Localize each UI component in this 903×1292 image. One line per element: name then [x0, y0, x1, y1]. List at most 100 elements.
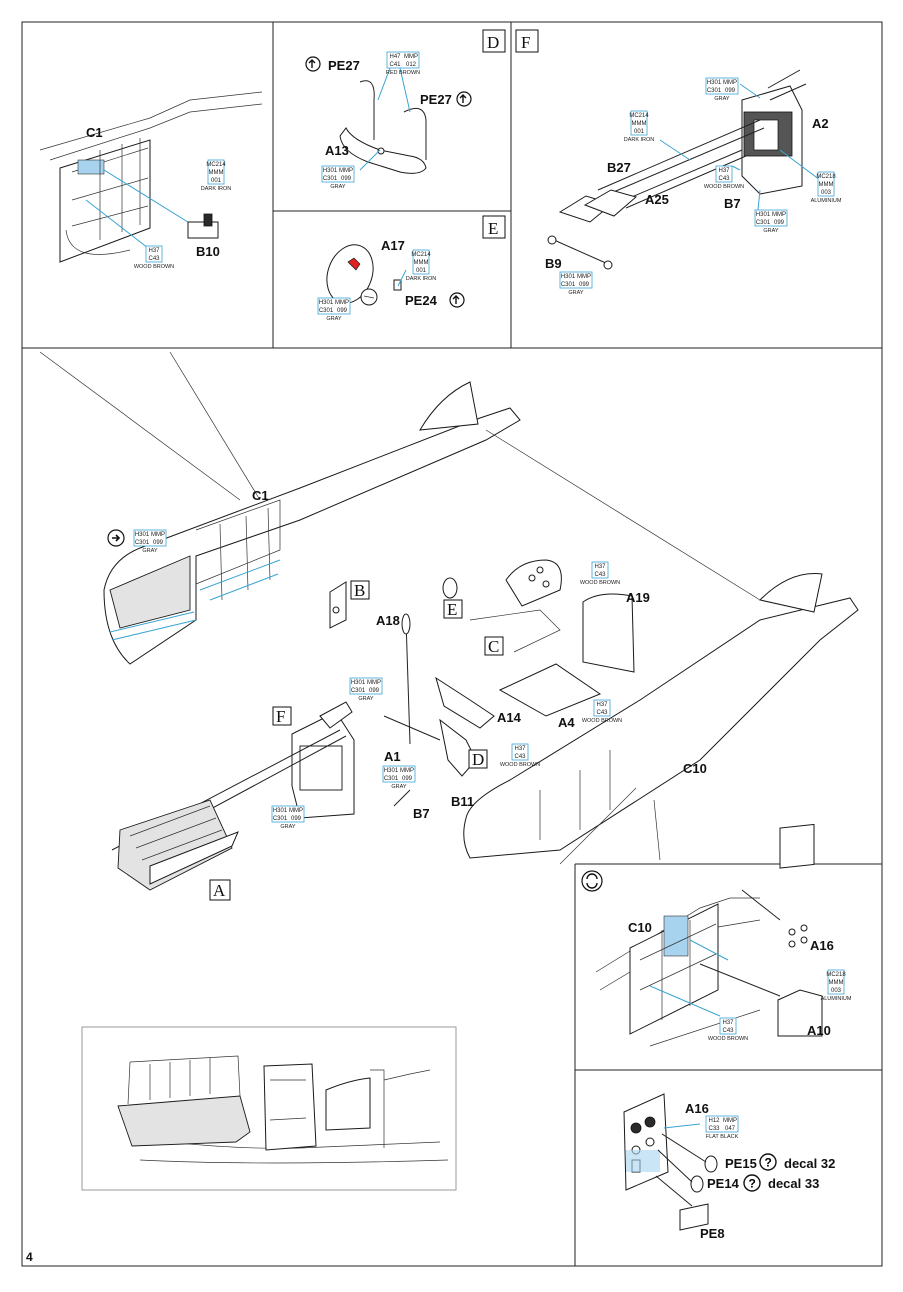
- part-label-pe8: PE8: [700, 1226, 725, 1241]
- paint-code: 099: [402, 776, 413, 782]
- paint-code: C43: [718, 176, 730, 182]
- paint-code: MMM: [209, 170, 224, 176]
- flip-up-icon: [305, 56, 321, 72]
- paint-code: C301: [707, 88, 722, 94]
- svg-text:F: F: [276, 707, 285, 726]
- paint-code: 001: [634, 129, 645, 135]
- part-label-pe27-left: PE27: [328, 58, 360, 73]
- paint-code: 099: [579, 282, 590, 288]
- part-label-c1-main: C1: [252, 488, 269, 503]
- part-label-a19: A19: [626, 590, 650, 605]
- svg-text:C: C: [488, 637, 499, 656]
- paint-name: WOOD BROWN: [134, 264, 174, 270]
- paint-code: 099: [369, 688, 380, 694]
- part-label-a25: A25: [645, 192, 669, 207]
- paint-code: C301: [273, 816, 288, 822]
- paint-code: 047: [725, 1126, 736, 1132]
- svg-text:A: A: [213, 881, 226, 900]
- part-label-pe27-right: PE27: [420, 92, 452, 107]
- paint-code: 003: [831, 988, 842, 994]
- paint-code: H37: [722, 1020, 734, 1026]
- paint-name: GRAY: [391, 784, 407, 790]
- svg-text:E: E: [488, 219, 498, 238]
- step-letter-e-header: E: [482, 215, 506, 239]
- part-label-a2: A2: [812, 116, 829, 131]
- page-number: 4: [26, 1250, 33, 1264]
- paint-name: RED BROWN: [386, 70, 420, 76]
- paint-code: MMP: [367, 680, 381, 686]
- paint-name: DARK IRON: [201, 186, 232, 192]
- step-letter-d-main: D: [468, 749, 488, 769]
- paint-code: MMP: [335, 300, 349, 306]
- paint-code: MMP: [404, 54, 418, 60]
- main-fuselage-assembly: [39, 351, 859, 891]
- paint-code: H301: [707, 80, 722, 86]
- rotate-view-icon: [581, 870, 603, 892]
- paint-code: H301: [351, 680, 366, 686]
- paint-name: GRAY: [763, 228, 779, 234]
- paint-name: WOOD BROWN: [704, 184, 744, 190]
- paint-code: C43: [594, 572, 606, 578]
- part-label-b9: B9: [545, 256, 562, 271]
- paint-code: C301: [756, 220, 771, 226]
- paint-code: H301: [273, 808, 288, 814]
- paint-name: WOOD BROWN: [708, 1036, 748, 1042]
- paint-name: GRAY: [330, 184, 346, 190]
- part-label-a4: A4: [558, 715, 575, 730]
- svg-text:F: F: [521, 33, 530, 52]
- paint-code: C43: [514, 754, 526, 760]
- part-label-b7-main: B7: [413, 806, 430, 821]
- paint-code: C301: [319, 308, 334, 314]
- part-label-c10-main: C10: [683, 761, 707, 776]
- paint-name: DARK IRON: [406, 276, 437, 282]
- paint-code: MMP: [723, 1118, 737, 1124]
- paint-code: MMP: [151, 532, 165, 538]
- part-label-a16-bottom: A16: [685, 1101, 709, 1116]
- detail-d-panel: [339, 67, 427, 174]
- optional-part-icon: ?: [743, 1174, 761, 1192]
- part-label-a18: A18: [376, 613, 400, 628]
- inset-c10: [595, 823, 823, 1047]
- paint-code: MMP: [723, 80, 737, 86]
- paint-name: WOOD BROWN: [500, 762, 540, 768]
- paint-code: MC218: [816, 174, 836, 180]
- paint-code: H37: [514, 746, 526, 752]
- paint-code: C33: [708, 1126, 720, 1132]
- paint-code: 001: [211, 178, 222, 184]
- part-label-b10: B10: [196, 244, 220, 259]
- paint-name: WOOD BROWN: [580, 580, 620, 586]
- detail-f-panel: [547, 69, 821, 270]
- part-label-a14: A14: [497, 710, 522, 725]
- paint-code: H12: [708, 1118, 720, 1124]
- paint-code: 001: [416, 268, 427, 274]
- decal-label-32: decal 32: [784, 1156, 835, 1171]
- part-label-c10-inset: C10: [628, 920, 652, 935]
- detail-c1-panel: [39, 91, 263, 263]
- paint-code: MMM: [632, 121, 647, 127]
- paint-code: 003: [821, 190, 832, 196]
- paint-code: C41: [389, 62, 401, 68]
- paint-code: C43: [148, 256, 160, 262]
- side-view-frame: [81, 1026, 457, 1191]
- page-frame: [21, 21, 883, 1267]
- svg-text:?: ?: [749, 1177, 756, 1191]
- paint-code: MMM: [819, 182, 834, 188]
- side-view-reference: [117, 1055, 449, 1164]
- paint-code: 099: [337, 308, 348, 314]
- part-label-a17: A17: [381, 238, 405, 253]
